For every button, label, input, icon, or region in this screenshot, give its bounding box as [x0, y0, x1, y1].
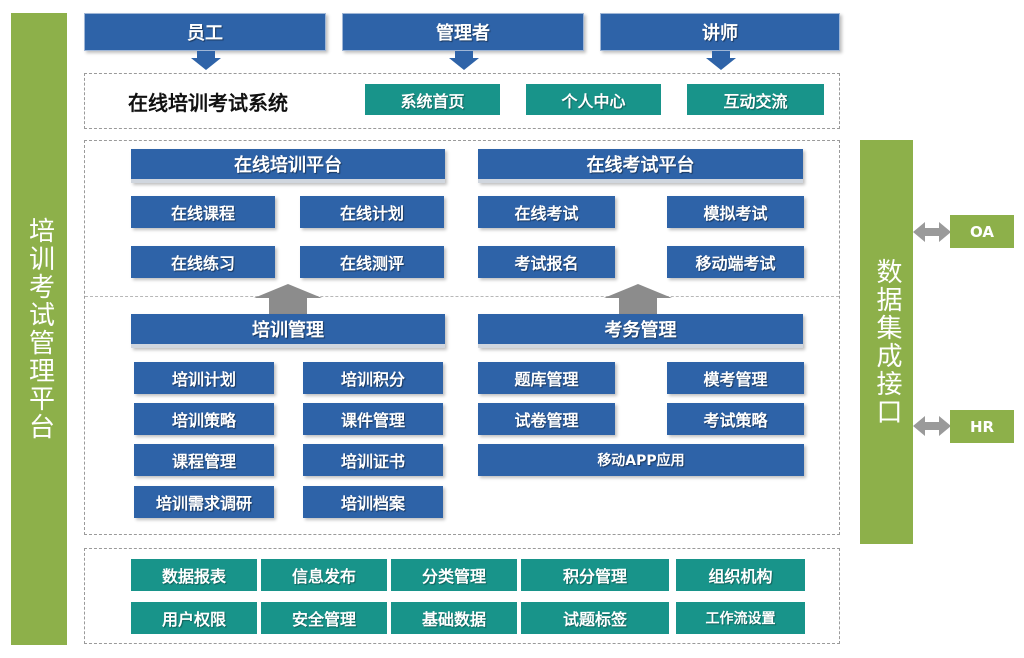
role-arrows	[191, 51, 736, 70]
integration-side-label: 数据集成接口	[872, 258, 902, 426]
platform-side-bar: 培训考试管理平台	[11, 13, 67, 645]
online-exam[interactable]: 在线考试	[478, 196, 615, 228]
online-plan[interactable]: 在线计划	[300, 196, 444, 228]
grey-up-arrows	[254, 284, 672, 314]
category-management[interactable]: 分类管理	[391, 559, 517, 591]
mobile-exam[interactable]: 移动端考试	[667, 246, 804, 278]
system-row	[84, 73, 840, 129]
role-lecturer: 讲师	[600, 13, 840, 51]
online-assessment[interactable]: 在线测评	[300, 246, 444, 278]
course-management[interactable]: 课程管理	[134, 444, 274, 476]
points-management[interactable]: 积分管理	[521, 559, 669, 591]
core-modules-area	[84, 140, 840, 535]
exam-management-header: 考务管理	[478, 314, 803, 348]
exam-registration[interactable]: 考试报名	[478, 246, 615, 278]
mobile-app[interactable]: 移动APP应用	[478, 444, 804, 476]
question-bank-management[interactable]: 题库管理	[478, 362, 615, 394]
paper-management[interactable]: 试卷管理	[478, 403, 615, 435]
exam-strategy[interactable]: 考试策略	[667, 403, 804, 435]
system-title: 在线培训考试系统	[128, 90, 288, 115]
role-manager: 管理者	[342, 13, 584, 51]
platform-side-label: 培训考试管理平台	[24, 217, 55, 441]
tab-interaction[interactable]: 互动交流	[687, 84, 824, 115]
security-management[interactable]: 安全管理	[261, 602, 387, 634]
integration-side-bar: 数据集成接口	[860, 140, 913, 544]
question-tags[interactable]: 试题标签	[521, 602, 669, 634]
base-data[interactable]: 基础数据	[391, 602, 517, 634]
online-practice[interactable]: 在线练习	[131, 246, 275, 278]
section-divider	[85, 296, 839, 297]
base-modules-area	[84, 548, 840, 644]
training-management-header: 培训管理	[131, 314, 445, 348]
oa-interface: OA	[950, 215, 1014, 248]
training-points[interactable]: 培训积分	[303, 362, 443, 394]
info-publishing[interactable]: 信息发布	[261, 559, 387, 591]
training-archive[interactable]: 培训档案	[303, 486, 443, 518]
training-platform-header: 在线培训平台	[131, 149, 445, 183]
online-course[interactable]: 在线课程	[131, 196, 275, 228]
training-certificate[interactable]: 培训证书	[303, 444, 443, 476]
tab-home[interactable]: 系统首页	[365, 84, 500, 115]
organization[interactable]: 组织机构	[676, 559, 805, 591]
training-plan[interactable]: 培训计划	[134, 362, 274, 394]
mock-exam[interactable]: 模拟考试	[667, 196, 804, 228]
courseware-management[interactable]: 课件管理	[303, 403, 443, 435]
training-needs-survey[interactable]: 培训需求调研	[134, 486, 274, 518]
mock-exam-management[interactable]: 模考管理	[667, 362, 804, 394]
user-permissions[interactable]: 用户权限	[131, 602, 257, 634]
role-employee: 员工	[84, 13, 326, 51]
hr-interface: HR	[950, 410, 1014, 443]
workflow-settings[interactable]: 工作流设置	[676, 602, 805, 634]
training-strategy[interactable]: 培训策略	[134, 403, 274, 435]
data-reports[interactable]: 数据报表	[131, 559, 257, 591]
exam-platform-header: 在线考试平台	[478, 149, 803, 183]
tab-personal-center[interactable]: 个人中心	[526, 84, 661, 115]
